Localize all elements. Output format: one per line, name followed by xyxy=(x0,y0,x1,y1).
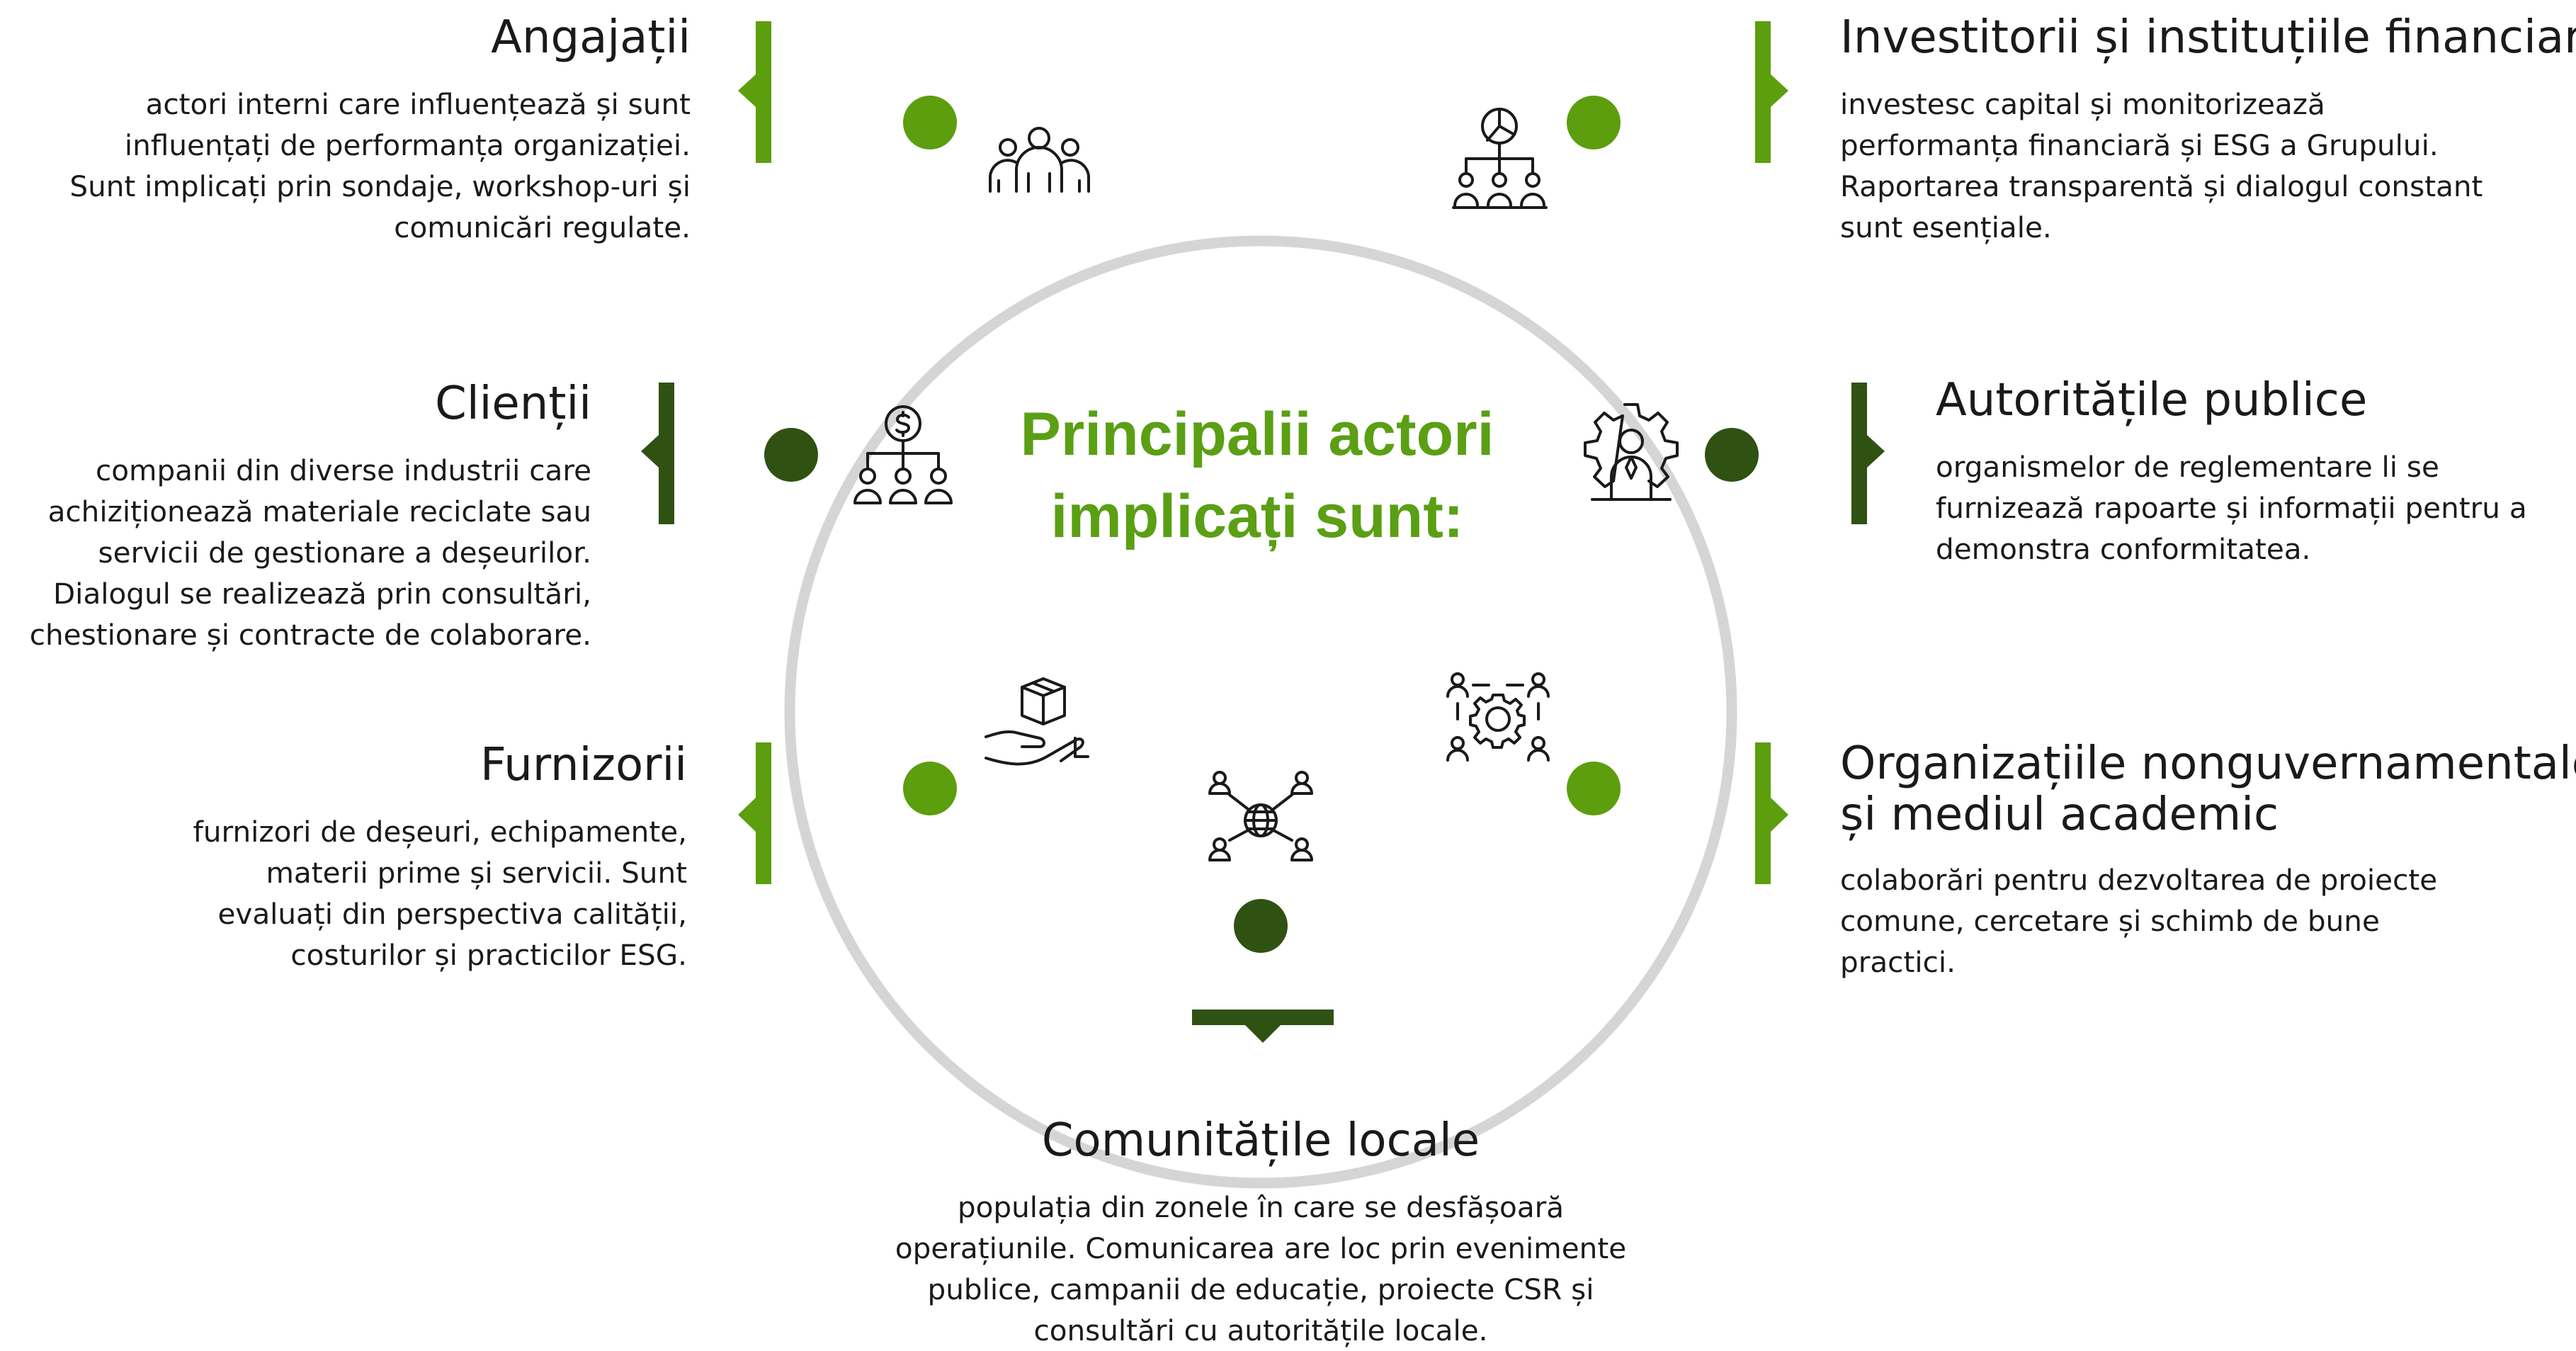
box-in-hand-icon xyxy=(983,673,1089,772)
description-line: influențați de performanța organizației. xyxy=(124,128,691,162)
stakeholder-title: Comunitățile locale xyxy=(1041,1114,1480,1167)
description-line: colaborări pentru dezvoltarea de proiect… xyxy=(1840,863,2438,897)
marker-investitorii xyxy=(1755,21,1788,163)
stakeholder-description: investesc capital și monitorizează perfo… xyxy=(1840,84,2570,248)
description-line: consultări cu autoritățile locale. xyxy=(1033,1313,1488,1347)
description-line: furnizori de deșeuri, echipamente, xyxy=(193,815,687,849)
stakeholder-description: furnizori de deșeuri, echipamente, mater… xyxy=(14,811,687,976)
stakeholder-title: Clienții xyxy=(435,378,591,430)
team-icon xyxy=(985,120,1094,195)
description-line: achiziționează materiale reciclate sau xyxy=(47,494,591,528)
description-line: evaluați din perspectiva calității, xyxy=(217,897,687,931)
description-line: investesc capital și monitorizează xyxy=(1840,87,2325,121)
stakeholder-description: organismelor de reglementare li se furni… xyxy=(1936,446,2566,570)
marker-clientii xyxy=(641,383,674,524)
marker-autoritatile xyxy=(1851,383,1885,524)
stakeholder-title: Furnizorii xyxy=(480,739,687,791)
description-line: furnizează rapoarte și informații pentru… xyxy=(1936,491,2527,525)
description-line: actori interni care influențează și sunt xyxy=(145,87,691,121)
description-line: performanța financiară și ESG a Grupului… xyxy=(1840,128,2439,162)
description-line: publice, campanii de educație, proiecte … xyxy=(927,1272,1594,1306)
marker-comunitatile xyxy=(1192,1010,1334,1043)
description-line: sunt esențiale. xyxy=(1840,210,2052,244)
stakeholder-description: companii din diverse industrii care achi… xyxy=(14,450,591,655)
description-line: populația din zonele în care se desfășoa… xyxy=(957,1190,1565,1224)
description-line: Raportarea transparentă și dialogul cons… xyxy=(1840,169,2483,203)
stakeholder-title: Angajații xyxy=(491,11,691,64)
description-line: servicii de gestionare a deșeurilor. xyxy=(98,536,591,570)
stakeholder-ring xyxy=(784,235,1737,1189)
description-line: materii prime și servicii. Sunt xyxy=(266,856,687,890)
node-dot-investitorii xyxy=(1567,96,1621,149)
node-dot-clientii xyxy=(764,428,818,482)
globe-network-icon xyxy=(1204,765,1317,871)
stakeholder-title: Investitorii și instituțiile financiare xyxy=(1840,11,2576,64)
description-line: practici. xyxy=(1840,945,1956,979)
description-line: operațiunile. Comunicarea are loc prin e… xyxy=(895,1231,1627,1265)
marker-ong xyxy=(1755,742,1788,884)
center-title: Principalii actori implicați sunt: xyxy=(988,393,1526,558)
client-hierarchy-icon xyxy=(850,404,956,510)
center-title-line: implicați sunt: xyxy=(1050,482,1464,550)
description-line: organismelor de reglementare li se xyxy=(1936,450,2439,484)
description-line: Dialogul se realizează prin consultări, xyxy=(53,577,591,611)
description-line: demonstra conformitatea. xyxy=(1936,532,2311,566)
stakeholder-description: actori interni care influențează și sunt… xyxy=(14,84,691,248)
description-line: costurilor și practicilor ESG. xyxy=(290,938,687,972)
marker-angajatii xyxy=(738,21,771,163)
stakeholder-title-line: Organizațiile nonguvernamentale xyxy=(1840,737,2576,790)
stakeholder-title-line: și mediul academic xyxy=(1840,788,2279,841)
center-title-line: Principalii actori xyxy=(1020,400,1494,468)
node-dot-autoritatile xyxy=(1705,428,1759,482)
description-line: Sunt implicați prin sondaje, workshop-ur… xyxy=(69,169,691,203)
description-line: companii din diverse industrii care xyxy=(95,453,591,487)
description-line: chestionare și contracte de colaborare. xyxy=(29,618,591,652)
people-around-gear-icon xyxy=(1445,669,1551,769)
chart-hierarchy-icon xyxy=(1452,106,1548,211)
node-dot-angajatii xyxy=(903,96,957,149)
description-line: comune, cercetare și schimb de bune xyxy=(1840,904,2380,938)
stakeholder-title: Autoritățile publice xyxy=(1936,374,2368,426)
node-dot-comunitatile xyxy=(1234,899,1288,953)
description-line: comunicări regulate. xyxy=(394,210,691,244)
marker-furnizorii xyxy=(738,742,771,884)
stakeholder-description: colaborări pentru dezvoltarea de proiect… xyxy=(1840,859,2570,983)
node-dot-furnizorii xyxy=(903,762,957,815)
stakeholder-description: populația din zonele în care se desfășoa… xyxy=(871,1187,1650,1351)
gear-person-icon xyxy=(1578,400,1684,507)
node-dot-ong xyxy=(1567,762,1621,815)
